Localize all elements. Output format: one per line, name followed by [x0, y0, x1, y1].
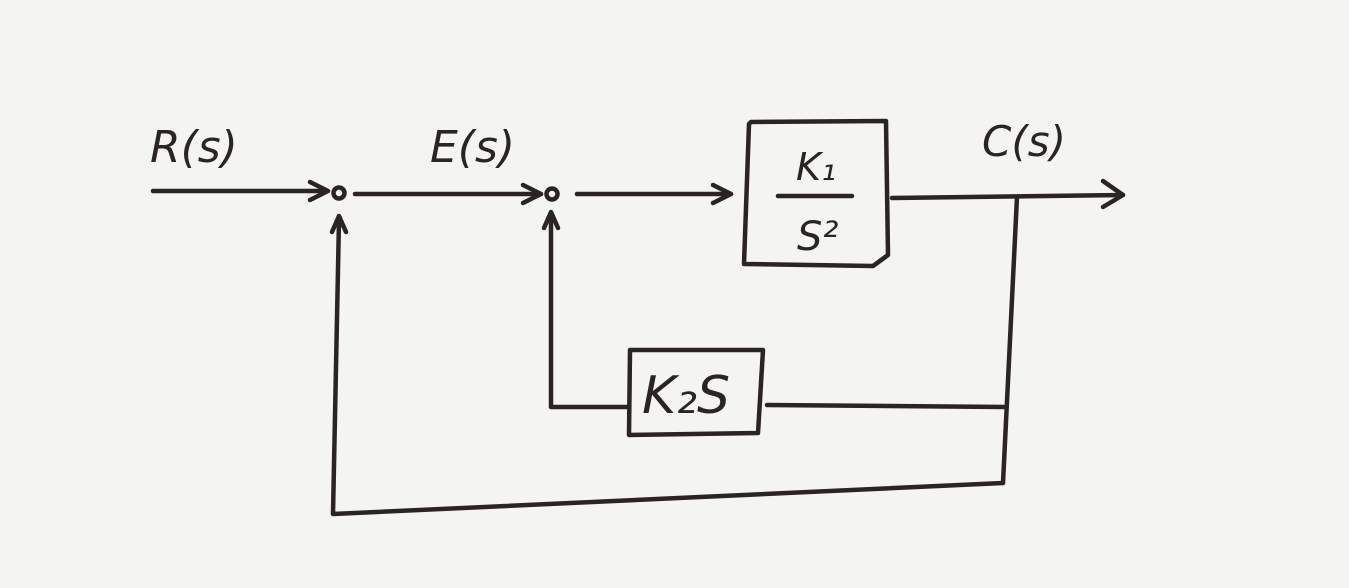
outer-feedback-arrowhead [329, 213, 349, 235]
output-arrowhead [1100, 178, 1126, 210]
feedback-block [626, 347, 766, 438]
inner-feedback-arrowhead [541, 209, 561, 231]
forward-numerator: K₁ [796, 145, 836, 189]
summing-junction-2 [544, 186, 560, 202]
forward-block [741, 118, 891, 269]
inner-feedback-return [548, 215, 630, 410]
feedback-block-label: K₂S [642, 366, 730, 426]
output-label: C(s) [982, 117, 1066, 166]
pickoff-vertical-line [1000, 194, 1020, 486]
output-signal-line [889, 192, 1126, 201]
outer-feedback-line [330, 217, 1006, 517]
input-label: R(s) [150, 122, 238, 173]
forward-input-arrowhead [710, 182, 734, 206]
error-label: E(s) [430, 122, 515, 173]
error-arrowhead [520, 182, 544, 206]
input-arrowhead [307, 179, 331, 203]
inner-feedback-line [764, 402, 1008, 410]
summing-junction-1 [331, 185, 347, 201]
forward-denominator: S² [797, 214, 838, 260]
